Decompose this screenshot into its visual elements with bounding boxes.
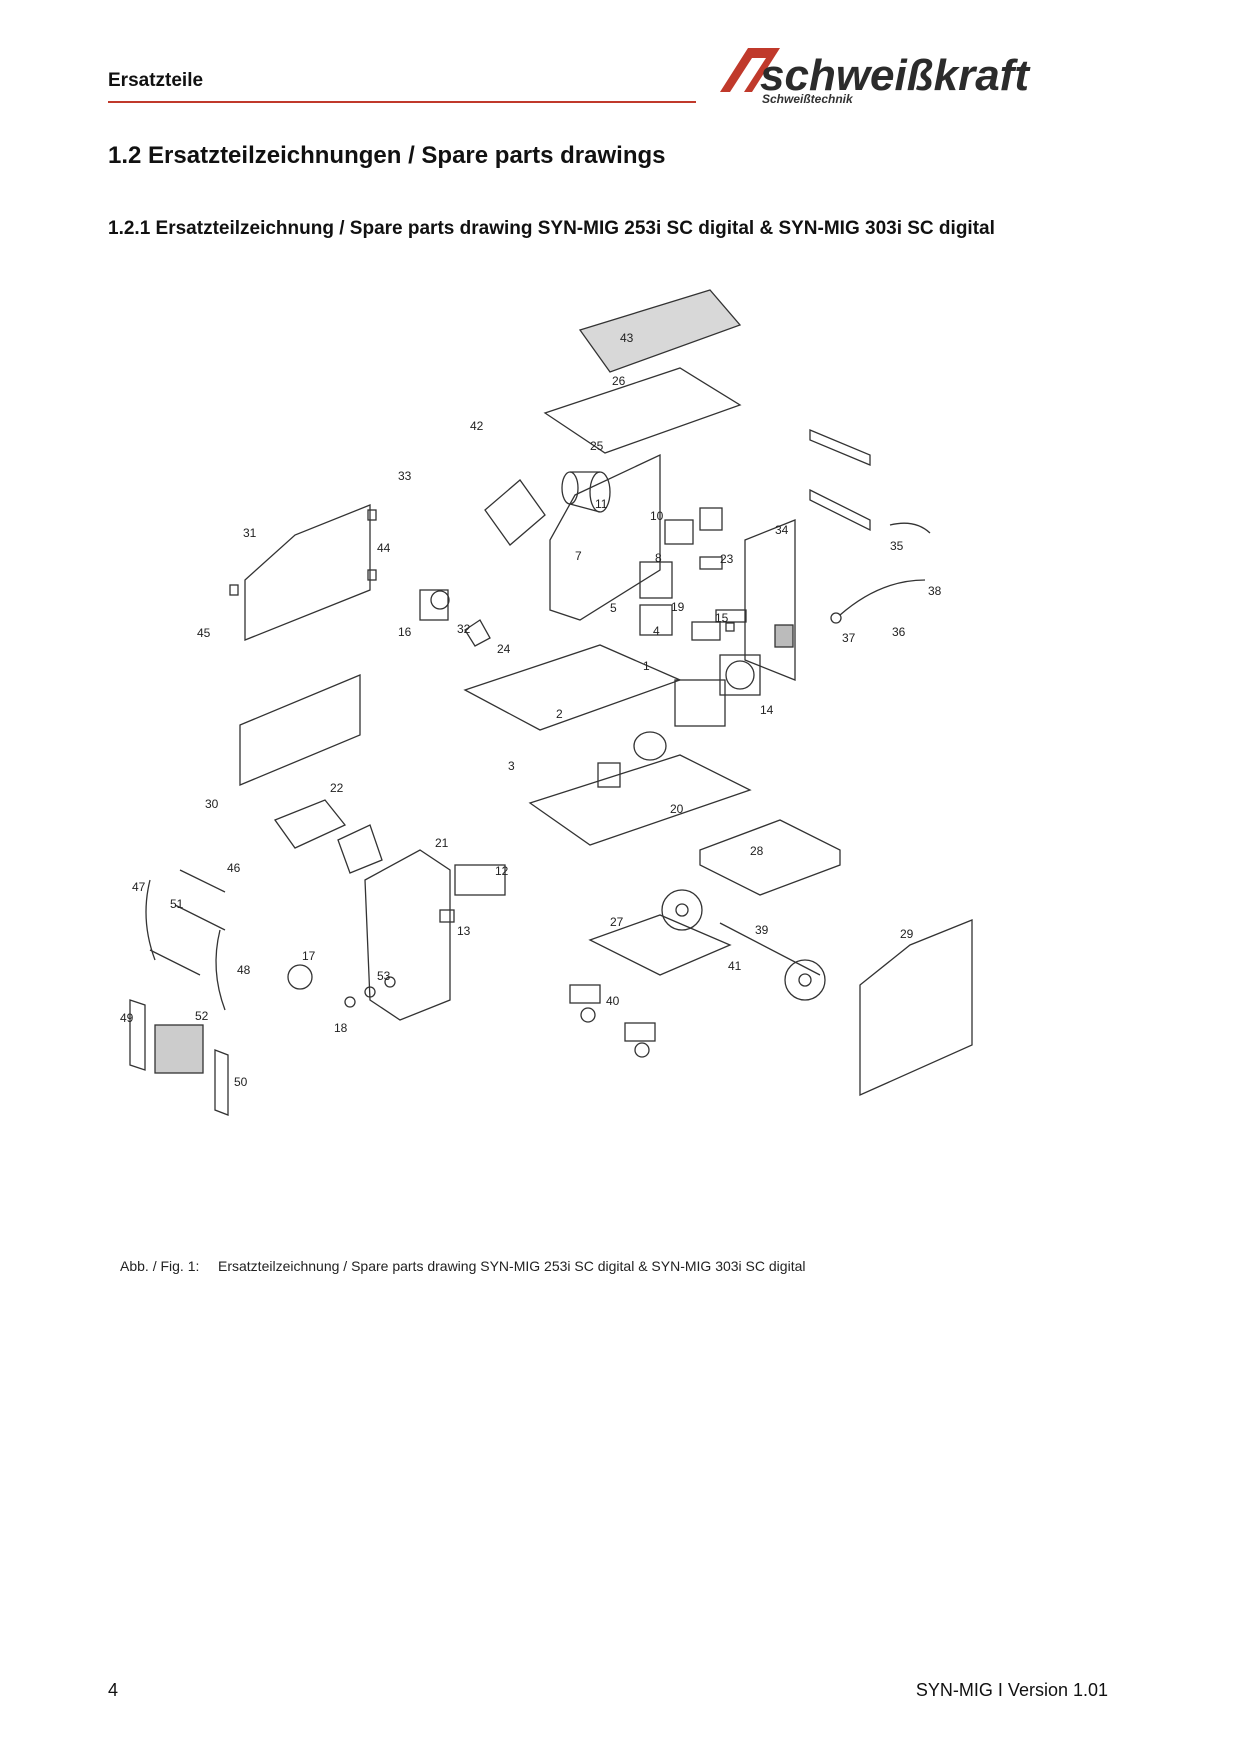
document-version: SYN-MIG I Version 1.01 [915, 1680, 1108, 1700]
header-divider [108, 101, 696, 103]
part-label: 39 [755, 923, 769, 937]
part-label: 52 [195, 1009, 209, 1023]
logo-subtitle: Schweißtechnik [762, 92, 853, 106]
part-label: 25 [590, 439, 604, 453]
section-title: Ersatzteile [108, 70, 204, 91]
part-label: 18 [334, 1021, 348, 1035]
subsection-heading: 1.2.1 Ersatzteilzeichnung / Spare parts … [108, 218, 995, 239]
part-label: 46 [227, 861, 241, 875]
part-label: 13 [457, 924, 471, 938]
figure-caption: Abb. / Fig. 1: Ersatzteilzeichnung / Spar… [120, 1258, 805, 1274]
part-label: 33 [398, 469, 412, 483]
logo-wordmark: schweißkraft [760, 51, 1031, 100]
part-label: 38 [928, 584, 942, 598]
part-label: 21 [435, 836, 449, 850]
part-label: 8 [655, 551, 662, 565]
part-label: 20 [670, 802, 684, 816]
part-label: 34 [775, 523, 789, 537]
part-label: 2 [556, 707, 563, 721]
part-label: 27 [610, 915, 624, 929]
part-label: 1 [643, 659, 650, 673]
part-label: 23 [720, 552, 734, 566]
part-label: 16 [398, 625, 412, 639]
part-label: 7 [575, 549, 582, 563]
section-heading: 1.2 Ersatzteilzeichnungen / Spare parts … [108, 142, 666, 169]
part-label: 50 [234, 1075, 248, 1089]
figure-caption-text: Ersatzteilzeichnung / Spare parts drawin… [218, 1258, 806, 1274]
part-label: 10 [650, 509, 664, 523]
part-label: 28 [750, 844, 764, 858]
part-label: 43 [620, 331, 634, 345]
part-label: 12 [495, 864, 509, 878]
part-label: 26 [612, 374, 626, 388]
part-label: 30 [205, 797, 219, 811]
part-label: 4 [653, 624, 660, 638]
part-label: 41 [728, 959, 742, 973]
part-label: 32 [457, 622, 471, 636]
part-label: 51 [170, 897, 184, 911]
part-label: 42 [470, 419, 484, 433]
part-label: 40 [606, 994, 620, 1008]
part-label: 17 [302, 949, 316, 963]
part-label: 15 [715, 611, 729, 625]
part-label: 47 [132, 880, 146, 894]
part-label: 5 [610, 601, 617, 615]
part-label: 29 [900, 927, 914, 941]
figure-caption-label: Abb. / Fig. 1: [120, 1258, 200, 1274]
part-labels: 1 2 3 4 5 7 8 10 11 12 13 14 15 16 17 18… [120, 331, 942, 1089]
part-label: 49 [120, 1011, 134, 1025]
part-label: 11 [595, 497, 608, 511]
part-label: 45 [197, 626, 211, 640]
part-label: 22 [330, 781, 344, 795]
part-label: 53 [377, 969, 391, 983]
part-label: 44 [377, 541, 391, 555]
part-label: 14 [760, 703, 774, 717]
brand-logo: schweißkraft [720, 48, 1031, 100]
part-label: 3 [508, 759, 515, 773]
part-label: 31 [243, 526, 257, 540]
page-number: 4 [108, 1680, 119, 1700]
part-label: 48 [237, 963, 251, 977]
part-label: 35 [890, 539, 904, 553]
part-label: 19 [671, 600, 685, 614]
part-label: 36 [892, 625, 906, 639]
part-label: 24 [497, 642, 511, 656]
exploded-parts-drawing: 1 2 3 4 5 7 8 10 11 12 13 14 15 16 17 18… [120, 289, 973, 1116]
part-label: 37 [842, 631, 856, 645]
